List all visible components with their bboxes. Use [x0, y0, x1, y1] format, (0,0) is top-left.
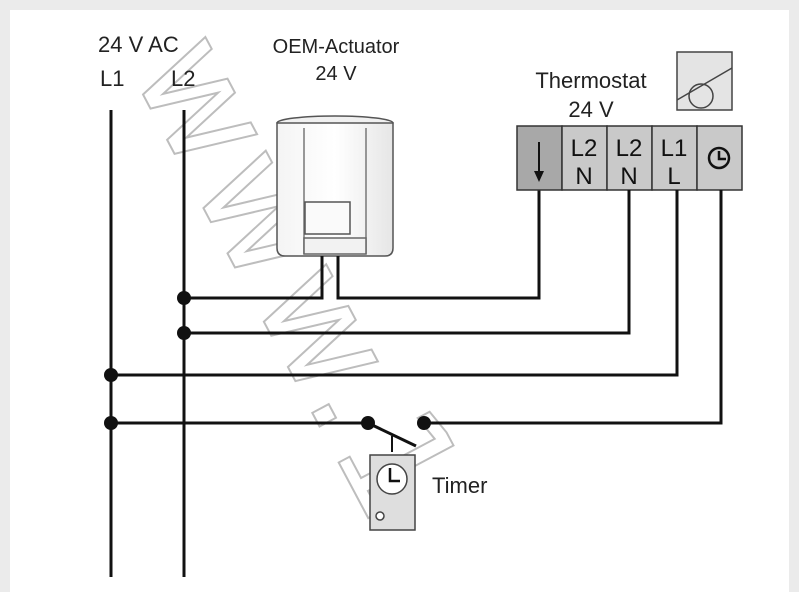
terminal-4-top: L1	[661, 135, 688, 162]
junction-l1-thermostat	[104, 368, 118, 382]
wire-terminal3-to-l2	[184, 190, 631, 335]
actuator-base	[303, 237, 367, 255]
supply-line-l2-label: L2	[171, 66, 195, 91]
switch-blade	[367, 421, 417, 448]
junction-l2-thermostat	[177, 326, 191, 340]
timer-switch	[367, 421, 417, 452]
supply-label: 24 V AC	[98, 32, 179, 57]
timer-dial	[376, 463, 408, 495]
wire-clock-to-timer	[424, 190, 723, 425]
supply-wires	[109, 110, 186, 577]
timer-label: Timer	[432, 473, 487, 498]
terminal-l1-l	[651, 125, 698, 191]
terminal-l2-n-1	[561, 125, 608, 191]
supply-line-l1-label: L1	[100, 66, 124, 91]
junction-dots	[104, 291, 431, 430]
switch-contact-right	[417, 416, 431, 430]
actuator-wires	[184, 190, 541, 300]
timer-hands	[388, 468, 400, 483]
clock-icon	[707, 146, 731, 170]
actuator-housing	[276, 122, 394, 257]
actuator-voltage: 24 V	[315, 63, 357, 85]
terminal-2-bottom: N	[575, 163, 592, 190]
thermostat-terminal-block	[516, 125, 743, 191]
actuator-body	[276, 115, 394, 257]
thermostat-title: Thermostat	[535, 68, 646, 93]
wire-actuator-to-l2	[184, 256, 324, 300]
actuator-title: OEM-Actuator	[273, 36, 400, 58]
thermostat-icon-dial	[688, 83, 714, 109]
terminal-2-top: L2	[571, 135, 598, 162]
terminal-3-top: L2	[616, 135, 643, 162]
wire-terminal4-to-l1	[111, 190, 679, 377]
wire-actuator-to-thermostat-output	[336, 190, 541, 300]
junction-l2-actuator	[177, 291, 191, 305]
timer-device	[369, 454, 416, 531]
junction-l1-timer	[104, 416, 118, 430]
thermostat-icon-diagonal	[676, 67, 733, 101]
terminal-3-bottom: N	[620, 163, 637, 190]
down-arrow-icon	[534, 142, 544, 182]
thermostat-wires	[111, 190, 723, 425]
terminal-l2-n-2	[606, 125, 653, 191]
actuator-window	[304, 201, 351, 235]
thermostat-icon	[676, 51, 733, 111]
terminal-4-bottom: L	[667, 163, 680, 190]
thermostat-voltage: 24 V	[568, 97, 614, 122]
switch-contact-left	[361, 416, 375, 430]
timer-indicator	[375, 511, 385, 521]
